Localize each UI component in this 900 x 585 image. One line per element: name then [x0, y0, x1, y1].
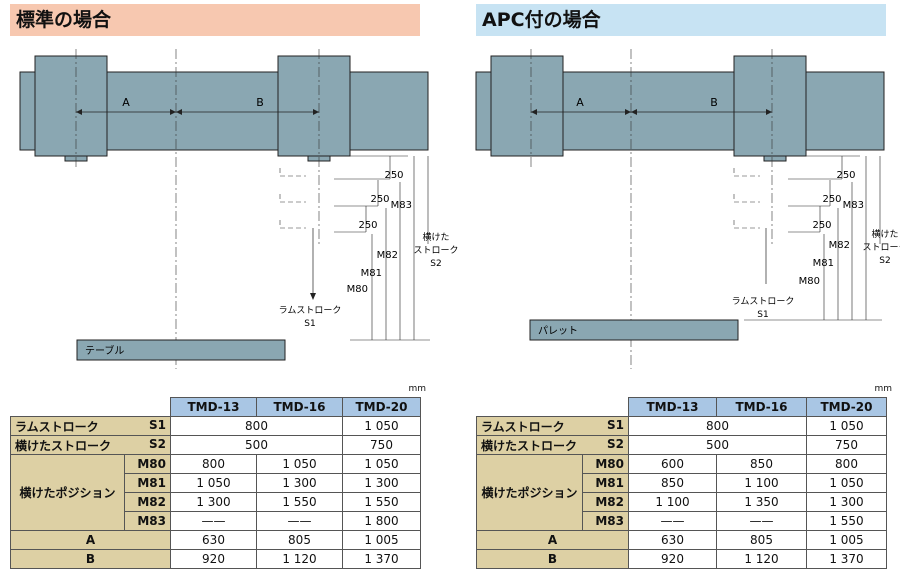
standard-diagram: A B 250 250 250 ラムストローク S1 [19, 49, 459, 369]
dim-a-label: A [576, 96, 584, 109]
m83-label: M83 [391, 200, 412, 211]
saddle [277, 55, 351, 157]
header-tmd16: TMD-16 [716, 397, 807, 417]
pallet-label: パレット [538, 325, 578, 337]
step-label-2: 250 [370, 194, 389, 205]
arrowhead [76, 109, 82, 115]
crossbeam-stroke-label-2: ストローク [862, 242, 900, 253]
table-row: A 630 805 1 005 [10, 530, 421, 550]
table-row: 横けたポジション M80 600 850 800 [476, 454, 887, 531]
table-row: 横けたポジション M80 800 1 050 1 050 [10, 454, 421, 531]
step-label-3: 250 [812, 220, 831, 231]
table-row: B 920 1 120 1 370 [10, 549, 421, 569]
step-arrows [786, 155, 860, 233]
m83-label: M83 [843, 200, 864, 211]
ram-stroke-code: S1 [757, 310, 768, 320]
header-tmd13: TMD-13 [170, 397, 257, 417]
arrowhead [176, 109, 182, 115]
position-dimensions [350, 156, 430, 341]
arrowhead [531, 109, 537, 115]
unit-label: mm [874, 384, 892, 394]
worktable-label: テーブル [85, 344, 124, 357]
saddle [733, 55, 807, 157]
arrowhead [313, 109, 319, 115]
arrowhead [631, 109, 637, 115]
ram-positions [733, 168, 760, 229]
m82-label: M82 [829, 240, 850, 251]
pallet [529, 319, 739, 341]
panel-title: APC付の場合 [476, 4, 886, 36]
m82-label: M82 [377, 250, 398, 261]
apc-diagram: A B 250 250 250 ラムストローク S1 [475, 49, 900, 369]
ram-stroke-label: ラムストローク [732, 296, 795, 307]
apc-panel: APC付の場合 A B [475, 0, 900, 585]
arrowhead [625, 109, 631, 115]
crossbeam-stroke-label-1: 横けた [422, 231, 449, 243]
crossbeam-stroke-code: S2 [430, 259, 441, 269]
unit-label: mm [408, 384, 426, 394]
crossbeam-position-cell: 横けたポジション [10, 454, 125, 531]
crossbeam-stroke-label-2: ストローク [413, 245, 458, 256]
table-row: M83 —— —— 1 550 [477, 511, 887, 531]
header-tmd16: TMD-16 [256, 397, 343, 417]
dim-b-label: B [710, 96, 718, 109]
table-row: B 920 1 120 1 370 [476, 549, 887, 569]
header-tmd13: TMD-13 [628, 397, 717, 417]
position-dimensions [744, 156, 882, 321]
ram-stroke-code: S1 [304, 319, 315, 329]
header-tmd20: TMD-20 [342, 397, 421, 417]
step-label-1: 250 [836, 170, 855, 181]
table-row: A 630 805 1 005 [476, 530, 887, 550]
worktable [76, 339, 286, 361]
crossbeam-stroke-code: S2 [879, 256, 890, 266]
crossbeam-stroke-label-1: 横けた [871, 228, 898, 240]
table-row: M82 1 300 1 550 1 550 [11, 492, 421, 512]
arrowhead [170, 109, 176, 115]
step-label-2: 250 [822, 194, 841, 205]
step-arrows [330, 155, 408, 233]
step-label-3: 250 [358, 220, 377, 231]
m80-label: M80 [799, 276, 820, 287]
ram-nose [763, 155, 787, 162]
arrowhead [766, 109, 772, 115]
dim-a-label: A [122, 96, 130, 109]
arrowhead [310, 293, 316, 300]
standard-panel: 標準の場合 A B [10, 0, 459, 585]
m80-label: M80 [347, 284, 368, 295]
left-column [34, 55, 108, 157]
ram-stroke-label: ラムストローク [279, 305, 342, 316]
m81-label: M81 [813, 258, 834, 269]
crossbeam-position-cell: 横けたポジション [476, 454, 583, 531]
step-label-1: 250 [384, 170, 403, 181]
header-tmd20: TMD-20 [806, 397, 887, 417]
panel-title: 標準の場合 [10, 4, 420, 36]
m81-label: M81 [361, 268, 382, 279]
left-column [490, 55, 564, 157]
table-row: M83 —— —— 1 800 [11, 511, 421, 531]
dim-b-label: B [256, 96, 264, 109]
ram-positions [279, 168, 306, 229]
